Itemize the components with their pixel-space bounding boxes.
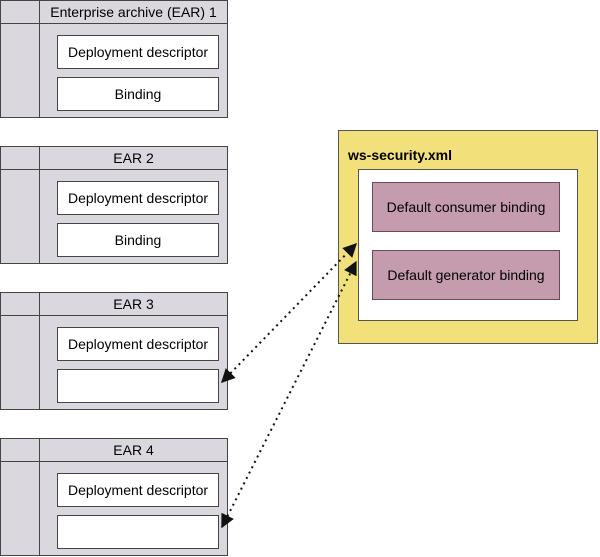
ear-title: EAR 3 <box>113 296 154 312</box>
ws-security-file: ws-security.xml Default consumer binding… <box>338 130 598 344</box>
ws-security-inner-panel: Default consumer binding Default generat… <box>358 169 578 321</box>
ear-4: EAR 4 Deployment descriptor <box>0 438 228 556</box>
ear-column-divider <box>39 147 40 263</box>
binding-box: Binding <box>57 77 219 111</box>
empty-binding-box <box>57 369 219 403</box>
default-generator-binding: Default generator binding <box>372 250 560 300</box>
ear-title: EAR 2 <box>113 150 154 166</box>
ear-title: Enterprise archive (EAR) 1 <box>50 4 217 20</box>
default-consumer-binding: Default consumer binding <box>372 182 560 232</box>
binding-box: Binding <box>57 223 219 257</box>
ws-security-title: ws-security.xml <box>348 147 453 163</box>
deployment-descriptor-box: Deployment descriptor <box>57 327 219 361</box>
ear-1: Enterprise archive (EAR) 1 Deployment de… <box>0 0 228 118</box>
ear-header-divider <box>1 23 227 24</box>
deployment-descriptor-box: Deployment descriptor <box>57 473 219 507</box>
ear-header-divider <box>1 315 227 316</box>
deployment-descriptor-box: Deployment descriptor <box>57 35 219 69</box>
ear-3: EAR 3 Deployment descriptor <box>0 292 228 410</box>
ear-header-divider <box>1 169 227 170</box>
ear-title: EAR 4 <box>113 442 154 458</box>
deployment-descriptor-box: Deployment descriptor <box>57 181 219 215</box>
ear-2: EAR 2 Deployment descriptor Binding <box>0 146 228 264</box>
empty-binding-box <box>57 515 219 549</box>
ear3-to-ws-security-link <box>221 242 357 384</box>
ear-column-divider <box>39 439 40 555</box>
ear-column-divider <box>39 293 40 409</box>
ear-header-divider <box>1 461 227 462</box>
ear-column-divider <box>39 1 40 117</box>
ear4-to-ws-security-link <box>221 260 357 529</box>
